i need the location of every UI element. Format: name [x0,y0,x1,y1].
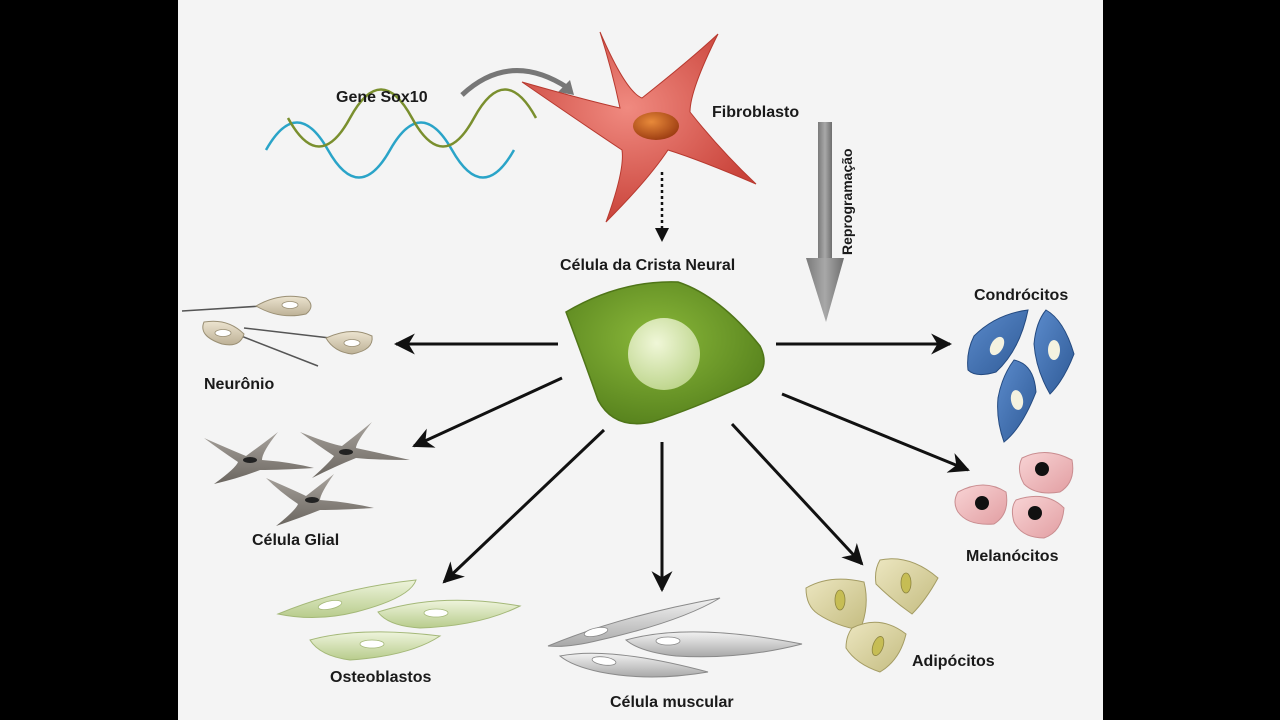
glial-label: Célula Glial [252,532,339,549]
fibroblast-cell [521,31,757,223]
curved-arrow-icon [460,68,574,97]
neuron-cells [181,295,373,367]
adipocyte-cells [805,558,939,673]
gene-sox10-label: Gene Sox10 [336,89,428,106]
fibroblast-nucleus [633,112,679,140]
osteoblast-cells [276,579,522,661]
chondrocyte-cells [967,309,1075,443]
neural-crest-label: Célula da Crista Neural [560,257,735,274]
neural-crest-cell [565,281,765,425]
differentiation-arrows [393,333,970,593]
osteoblasts-label: Osteoblastos [330,669,431,686]
arrow-to-osteoblasts [442,428,606,584]
chondrocytes-label: Condrócitos [974,287,1068,304]
reprogramming-label: Reprogramação [839,148,855,255]
adipocytes-label: Adipócitos [912,653,995,670]
muscle-cells [547,597,803,678]
melanocyte-cells [954,452,1074,539]
arrow-to-melanocytes [781,392,970,473]
glial-cells [204,422,410,526]
reprogramming-arrow-icon [806,122,844,322]
neuron-label: Neurônio [204,376,274,393]
neural-crest-nucleus [628,318,700,390]
arrow-to-glial [412,376,563,448]
melanocytes-label: Melanócitos [966,548,1059,565]
fibroblast-label: Fibroblasto [712,104,799,121]
dna-helix-icon [264,88,538,179]
dotted-arrow [655,172,669,242]
arrow-to-adipocytes [730,422,864,566]
muscle-label: Célula muscular [610,694,734,711]
